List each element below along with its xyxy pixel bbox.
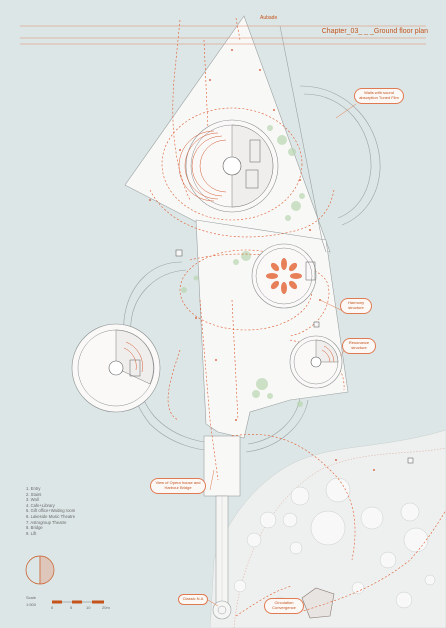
scale-tick: 20m — [102, 605, 110, 610]
scale-bar — [52, 600, 104, 604]
scale-tick: 0 — [51, 605, 54, 610]
scale-label: Scale — [26, 595, 37, 600]
legend-item: 4. Cafe+Library — [26, 502, 55, 508]
site-boulders — [233, 477, 436, 612]
legend-item: 6. Lakeside Music Theatre — [26, 513, 76, 519]
legend-item: 1. Entry — [26, 486, 41, 491]
legend-item: 5. Gift office+Waiting room — [26, 508, 76, 514]
astrogroup-theatre — [251, 243, 317, 309]
shoreline-edge — [233, 447, 446, 628]
entry-callout: Classic N.A — [178, 594, 208, 605]
scale-tick: 10 — [86, 605, 91, 610]
legend-item: 7. Astrogroup Theatre — [26, 519, 67, 525]
header-rules — [20, 25, 426, 45]
bridge-callout: View of Opera house and Harbour Bridge — [150, 478, 206, 494]
circulation-callout: Circulation Convergence — [264, 598, 304, 614]
structural-nodes — [175, 249, 414, 464]
left-cafe-library-drum — [71, 323, 161, 413]
resonance-callout: Resonance structure — [342, 338, 376, 354]
harmony-callout: Harmony structure — [340, 298, 372, 314]
outer-callout: Walls with sound absorption Tuned Film — [354, 88, 404, 104]
right-blade-wall — [279, 25, 327, 253]
legend-item: 2. Stairs — [26, 491, 42, 497]
resonance-drum — [289, 335, 343, 389]
legend-item: 8. Bridge — [26, 525, 43, 531]
entry-node — [212, 600, 232, 620]
header-label-left: Aubade — [260, 15, 278, 21]
bridge-pier — [203, 435, 241, 497]
pavilion-roof — [301, 587, 335, 619]
legend: 1. Entry 2. Stairs 3. Wall 4. Cafe+Libra… — [26, 486, 75, 536]
legend-item: 3. Wall — [26, 497, 39, 503]
greenery — [181, 125, 305, 407]
scale-ratio: 1:500 — [26, 602, 37, 607]
north-arrow-icon — [25, 555, 55, 585]
chapter-title: Chapter_03_ _ _Ground floor plan — [321, 28, 428, 35]
lakeside-music-theatre — [178, 119, 279, 213]
scale-tick: 5 — [70, 605, 73, 610]
legend-item: 9. Lift — [26, 530, 37, 536]
